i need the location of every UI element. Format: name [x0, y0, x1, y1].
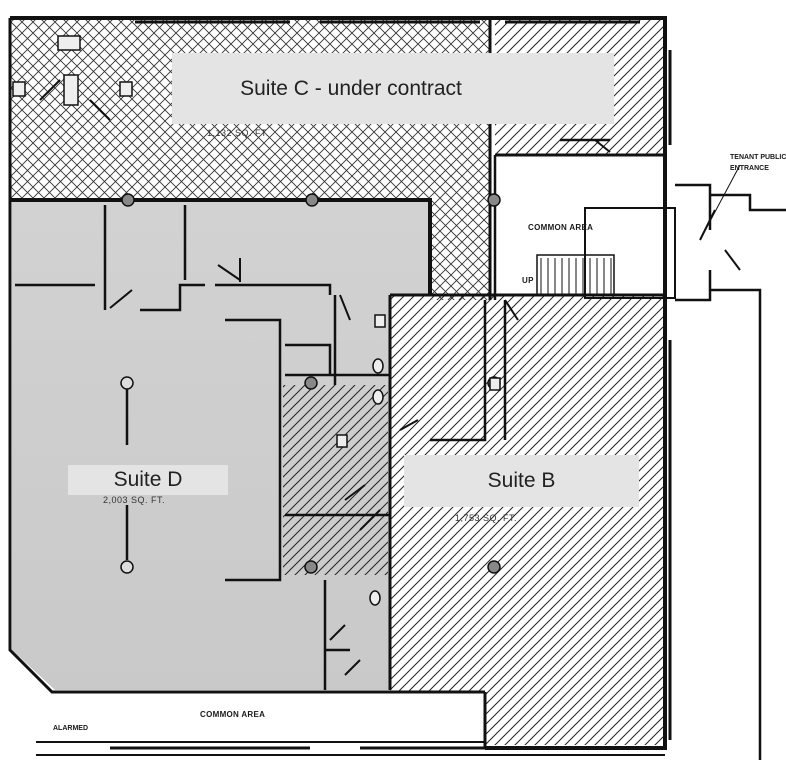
common-area-bottom-label: COMMON AREA — [200, 710, 266, 719]
entrance-leader-line — [707, 164, 741, 226]
suite-d-label: Suite D — [113, 468, 183, 491]
tenant-entrance-line2: ENTRANCE — [730, 165, 769, 172]
suite-d-beams — [120, 376, 134, 574]
suite-b-area-label: 1,753 SQ. FT. — [455, 513, 518, 523]
stair-treads — [540, 258, 612, 294]
alarmed-door-label: ALARMED — [53, 725, 88, 732]
suite-b-label-box — [404, 455, 639, 507]
tenant-entrance-line1: TENANT PUBLIC — [730, 154, 786, 161]
suite-d-label-box — [68, 465, 228, 495]
plumbing-fixtures — [12, 35, 501, 606]
stair-up-label: UP — [522, 276, 534, 285]
suite-c-label-box — [172, 53, 614, 124]
suite-d-area-label: 2,003 SQ. FT. — [103, 495, 166, 505]
suite-b-area[interactable] — [390, 295, 665, 745]
elevator-shaft — [584, 207, 676, 299]
suite-c-area-label: 1,132 SQ. FT. — [207, 128, 270, 138]
suite-d-hatched-core — [283, 385, 388, 575]
common-area-top-label: COMMON AREA — [528, 223, 594, 232]
window-bands — [110, 20, 672, 750]
door-swings — [39, 79, 741, 676]
suite-b-label: Suite B — [487, 469, 556, 492]
bottom-common-area — [55, 692, 485, 742]
suite-c-label: Suite C - under contract — [240, 76, 462, 100]
interior-walls — [15, 138, 786, 760]
tenant-entrance-label: TENANT PUBLIC ENTRANCE — [730, 152, 786, 174]
